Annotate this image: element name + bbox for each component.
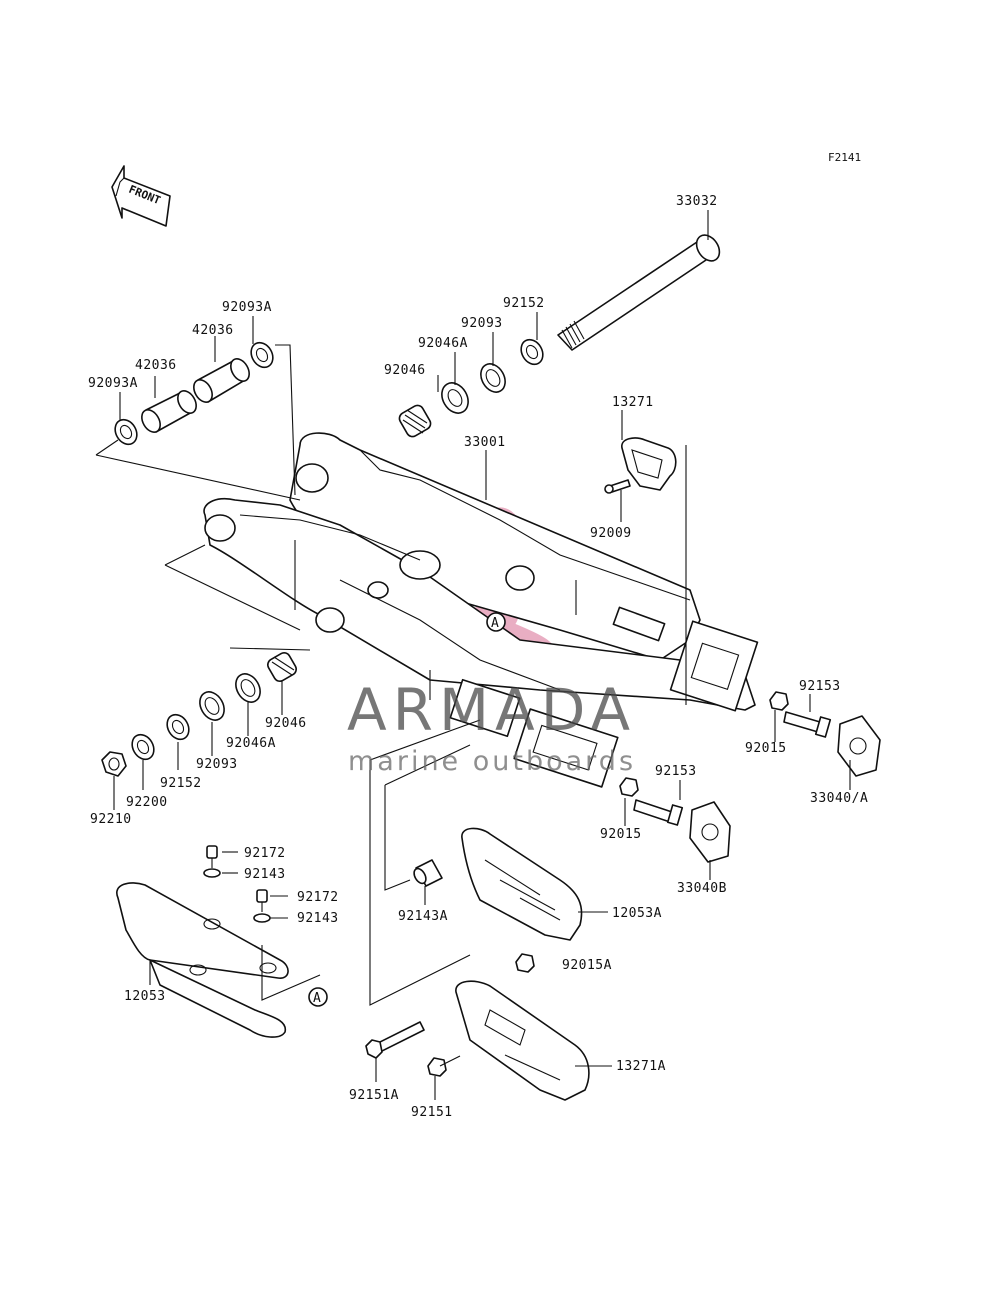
part-label: 92015 (600, 827, 642, 842)
chain-guide-12053A (461, 827, 583, 941)
part-label: 92200 (126, 795, 168, 810)
part-label: 92009 (590, 526, 632, 541)
bolt-92153-lower (633, 799, 684, 826)
figure-code: F2141 (828, 151, 861, 164)
part-label: 42036 (192, 323, 234, 338)
reference-marker-a-swingarm: A (486, 612, 506, 632)
bolt-92151 (427, 1055, 461, 1077)
screw-92009 (604, 479, 631, 494)
bolt-92172-bottom (256, 889, 268, 912)
seal-92093A-left-top (250, 341, 274, 369)
part-label: 92172 (297, 890, 339, 905)
part-label: 92143A (398, 909, 448, 924)
bearing-92046A-lower (235, 673, 261, 703)
part-label: 92153 (799, 679, 841, 694)
part-labels: 33032 92152 92093 92046A 92046 92093A 42… (88, 194, 868, 1120)
needle-bearing-92046-lower (267, 652, 297, 682)
part-label: 92143 (297, 911, 339, 926)
washer-92152-lower (166, 713, 190, 741)
watermark-tagline: marine outboards (348, 746, 636, 777)
washer-92200 (131, 733, 155, 761)
chain-slider-12053 (116, 882, 289, 1038)
part-label: 12053A (612, 906, 662, 921)
pivot-shaft-33032 (557, 234, 721, 351)
part-label: 92093A (88, 376, 138, 391)
part-label: 92152 (503, 296, 545, 311)
washer-92143-top (203, 868, 221, 878)
washer-92152-upper (520, 338, 544, 366)
part-label: 92046 (265, 716, 307, 731)
part-label: 33032 (676, 194, 718, 209)
seal-92093-lower (199, 691, 225, 721)
svg-text:A: A (491, 616, 499, 631)
part-label: 92210 (90, 812, 132, 827)
part-label: 92015 (745, 741, 787, 756)
bearing-92046A-upper (441, 382, 469, 414)
part-label: 92015A (562, 958, 612, 973)
bolt-92151A (365, 1021, 425, 1059)
nut-92015-lower (619, 777, 639, 797)
part-label: 33001 (464, 435, 506, 450)
collar-92143A (413, 859, 443, 887)
seal-92093A-left-bottom (114, 418, 138, 446)
part-label: 13271A (616, 1059, 666, 1074)
collar-42036-bottom (141, 390, 197, 433)
part-label: 92046A (418, 336, 468, 351)
part-label: 92172 (244, 846, 286, 861)
cover-13271 (621, 437, 677, 491)
front-arrow-icon: FRONT (111, 165, 171, 227)
part-label: 92046A (226, 736, 276, 751)
part-label: 92151 (411, 1105, 453, 1120)
svg-text:A: A (313, 991, 321, 1006)
reference-marker-a-slider: A (308, 987, 328, 1007)
part-label: 12053 (124, 989, 166, 1004)
swingarm-33001 (203, 432, 759, 788)
nut-92210 (101, 751, 127, 777)
bolt-92153-upper (783, 711, 832, 738)
part-label: 33040B (677, 881, 727, 896)
needle-bearing-92046-upper (398, 404, 432, 438)
part-label: 92152 (160, 776, 202, 791)
part-label: 92093 (461, 316, 503, 331)
washer-92143-bottom (253, 913, 271, 923)
part-label: 42036 (135, 358, 177, 373)
bolt-92172-top (206, 845, 218, 868)
part-label: 92151A (349, 1088, 399, 1103)
watermark-brand: ARMADA (347, 676, 636, 744)
leader-lines (95, 210, 851, 1100)
nut-92015A (515, 953, 535, 973)
part-label: 92093A (222, 300, 272, 315)
adjuster-33040A (837, 715, 881, 777)
adjuster-33040B (689, 801, 731, 863)
seal-92093-upper (480, 363, 506, 393)
part-label: 92046 (384, 363, 426, 378)
part-label: 92093 (196, 757, 238, 772)
part-label: 33040/A (810, 791, 868, 806)
collar-42036-top (193, 358, 250, 403)
guide-plate-13271A (455, 980, 590, 1101)
part-label: 92153 (655, 764, 697, 779)
part-label: 13271 (612, 395, 654, 410)
nut-92015-upper (769, 691, 789, 711)
part-label: 92143 (244, 867, 286, 882)
